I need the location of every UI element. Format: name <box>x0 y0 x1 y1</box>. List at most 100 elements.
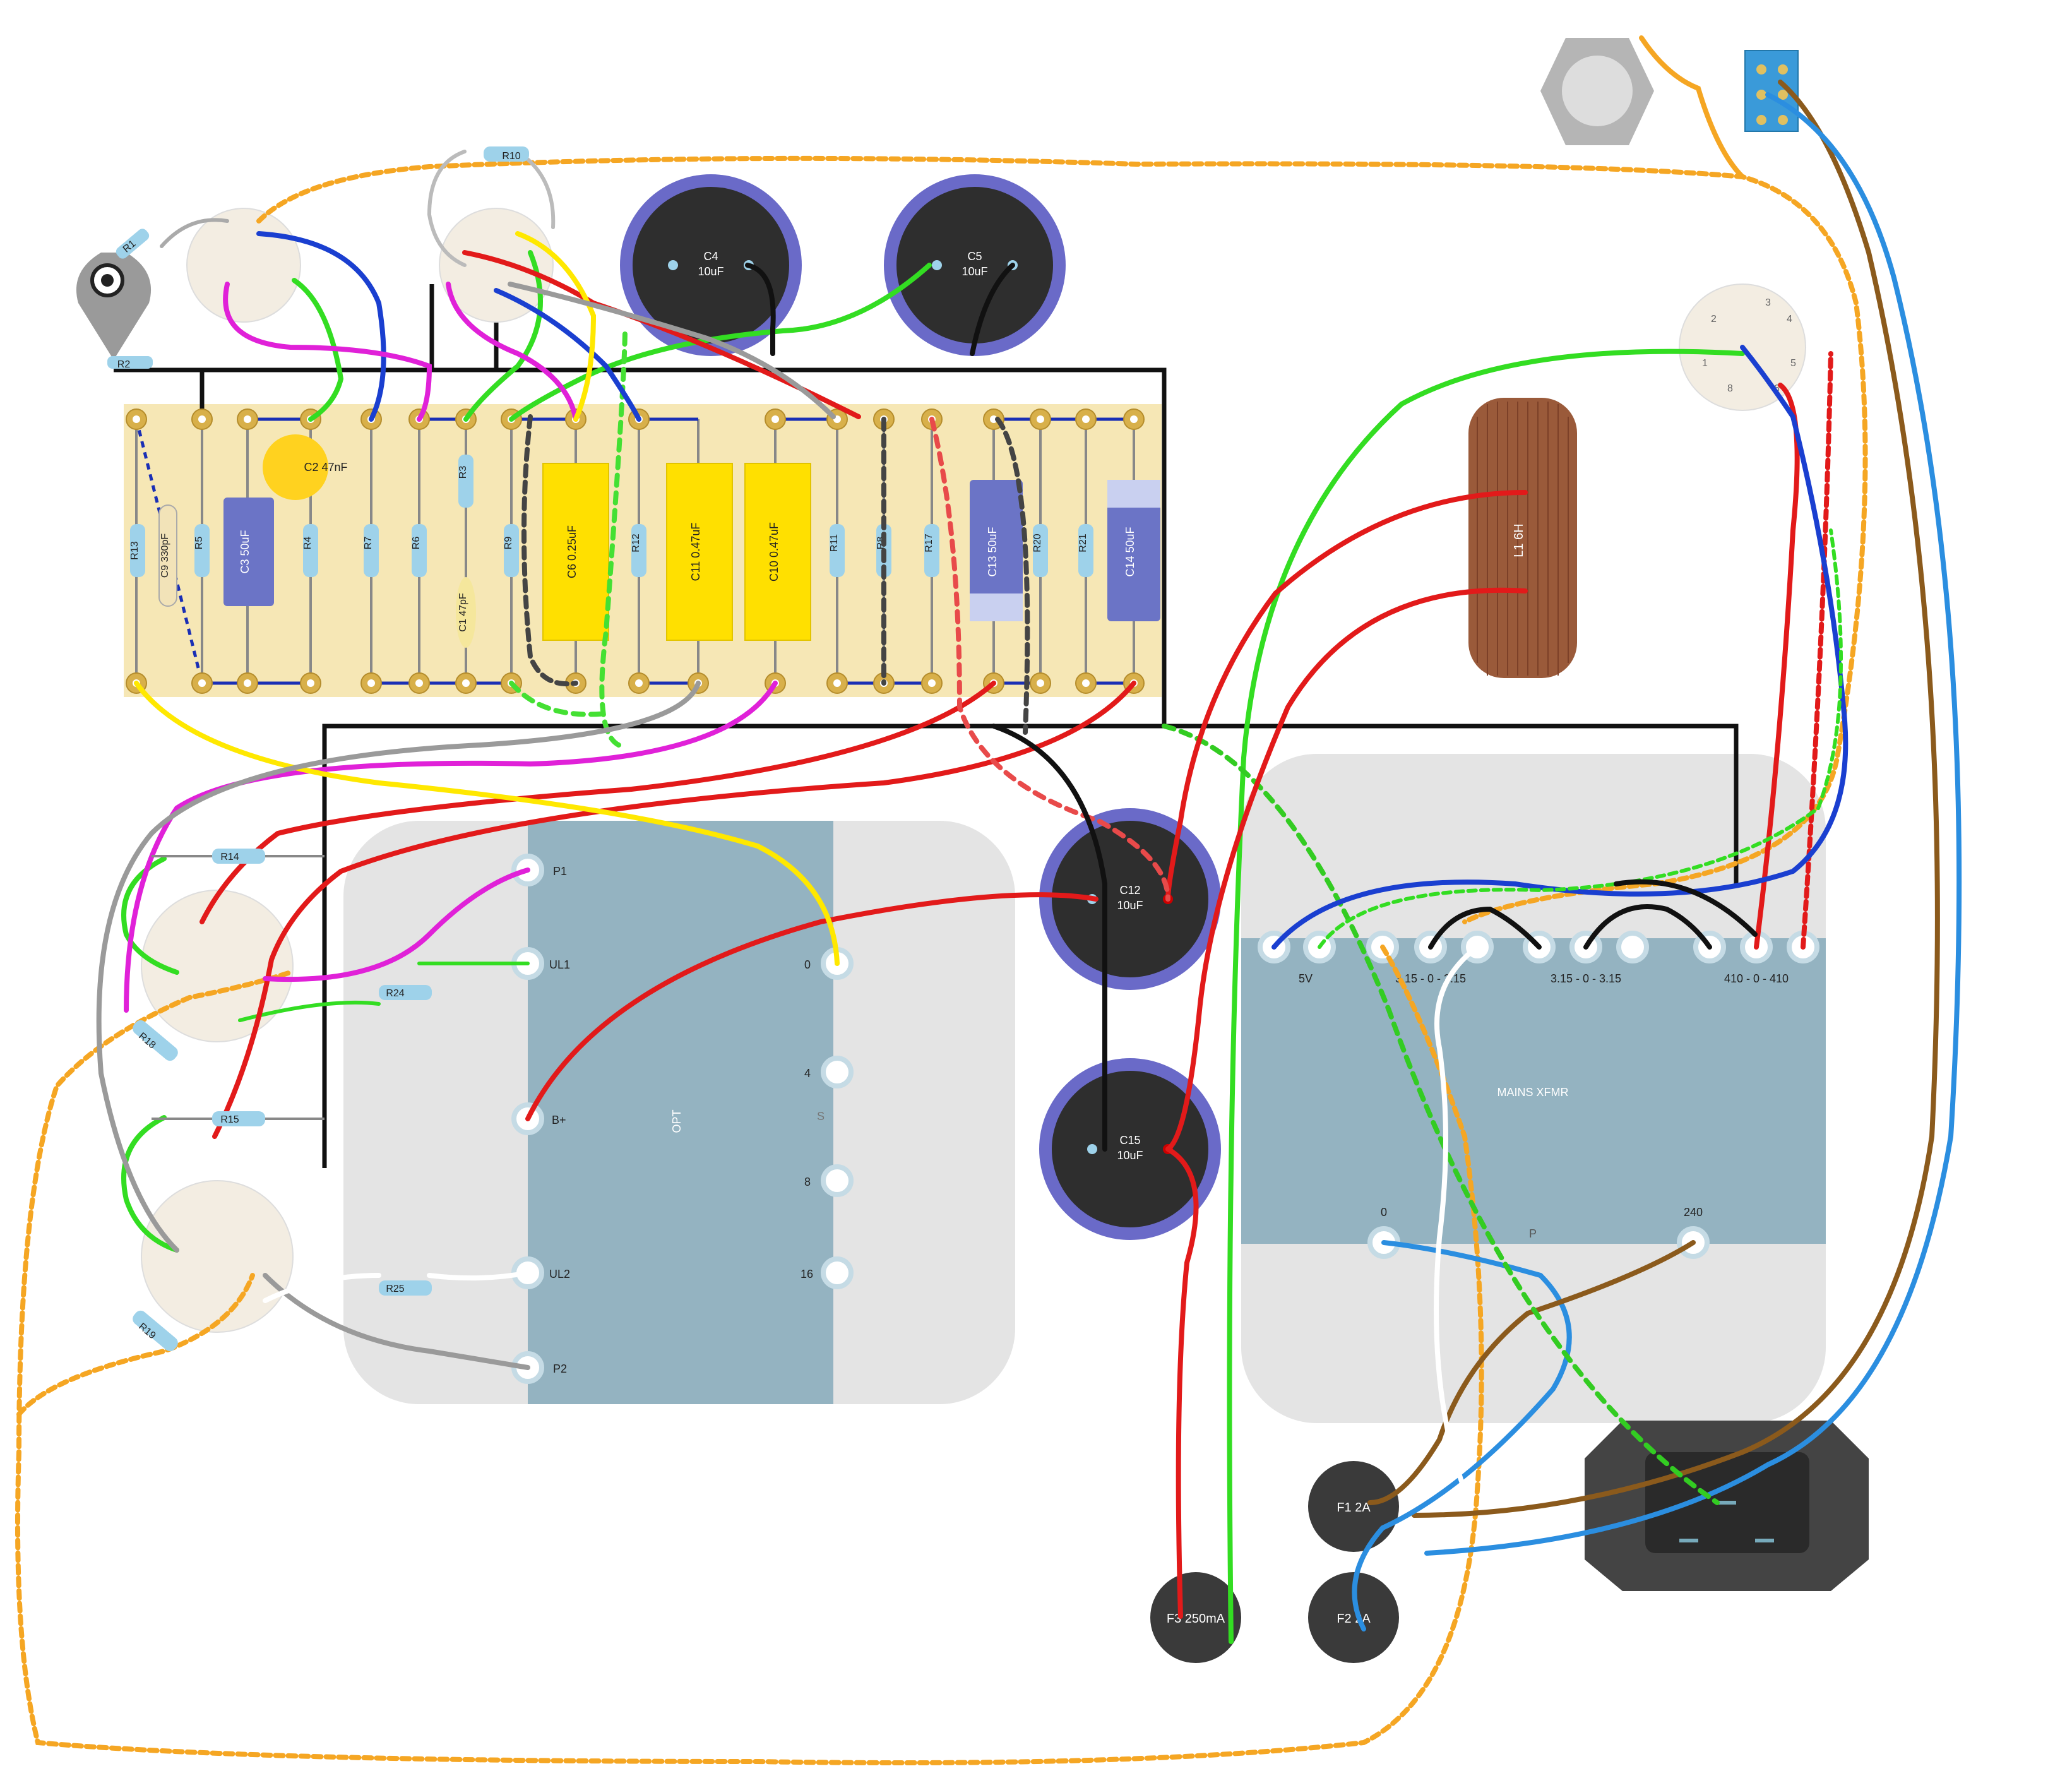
resistor-r11: R11 <box>829 524 845 577</box>
svg-text:C14 50uF: C14 50uF <box>1124 527 1136 576</box>
svg-text:R20: R20 <box>1032 534 1043 552</box>
filter-cap-c12: C12 10uF <box>1039 808 1221 990</box>
mains-heater2-label: 3.15 - 0 - 3.15 <box>1551 972 1621 985</box>
choke-label: L1 6H <box>1512 523 1526 557</box>
cap-c11: C11 0.47uF <box>666 463 733 641</box>
opt-terminal-p1: P1 <box>511 854 567 886</box>
svg-text:P1: P1 <box>553 865 567 878</box>
svg-text:F1 2A: F1 2A <box>1337 1501 1371 1515</box>
svg-text:UL1: UL1 <box>549 958 570 971</box>
resistor-r17: R17 <box>924 524 939 577</box>
resistor-r7: R7 <box>363 524 379 577</box>
svg-text:C10 0.47uF: C10 0.47uF <box>768 522 780 581</box>
svg-text:16: 16 <box>801 1268 813 1280</box>
resistor-r15: R15 <box>212 1111 265 1126</box>
svg-text:4: 4 <box>804 1067 811 1080</box>
cap-c2: C2 47nF <box>263 434 348 500</box>
svg-text:R15: R15 <box>220 1114 239 1125</box>
opt-terminals: P1 UL1 B+ UL2 P2 0 4 8 16 <box>511 854 854 1384</box>
svg-text:C13 50uF: C13 50uF <box>986 527 999 576</box>
iec-inlet <box>1585 1421 1869 1591</box>
svg-text:R11: R11 <box>829 534 840 552</box>
filter-cap-c15: C15 10uF <box>1039 1058 1221 1240</box>
svg-text:R12: R12 <box>631 534 641 552</box>
cap-c14: C14 50uF <box>1107 480 1160 621</box>
svg-text:8: 8 <box>1727 383 1733 394</box>
cap-c9: C9 330pF <box>158 504 177 607</box>
filter-cap-c4: C4 10uF <box>620 174 802 356</box>
input-jack <box>76 253 152 360</box>
svg-text:10uF: 10uF <box>1117 899 1143 912</box>
svg-text:C4: C4 <box>703 250 718 263</box>
svg-text:4: 4 <box>1787 314 1792 325</box>
opt-core <box>528 821 833 1404</box>
opt-terminal-16: 16 <box>801 1256 854 1289</box>
svg-text:R17: R17 <box>924 534 934 552</box>
opt-terminal-4: 4 <box>804 1056 854 1088</box>
mains-primary-240: 240 <box>1684 1206 1703 1219</box>
svg-text:2: 2 <box>1711 314 1717 325</box>
svg-text:C15: C15 <box>1119 1134 1140 1147</box>
svg-text:10uF: 10uF <box>962 265 987 278</box>
opt-terminal-8: 8 <box>804 1164 854 1197</box>
svg-text:R7: R7 <box>363 537 374 550</box>
resistor-r21: R21 <box>1078 524 1093 577</box>
resistor-r9: R9 <box>503 524 519 577</box>
svg-text:C2 47nF: C2 47nF <box>304 461 347 474</box>
power-tube-socket-2 <box>141 1180 294 1333</box>
svg-text:F3 250mA: F3 250mA <box>1167 1612 1225 1626</box>
opt-secondary-label: S <box>817 1110 825 1123</box>
resistor-r13: R13 <box>129 524 145 577</box>
svg-text:R6: R6 <box>411 537 422 550</box>
choke-l1: L1 6H <box>1468 398 1577 678</box>
svg-text:R21: R21 <box>1078 534 1088 552</box>
svg-text:R10: R10 <box>502 151 520 162</box>
cap-c6: C6 0.25uF <box>542 463 609 641</box>
mains-core <box>1241 938 1826 1244</box>
svg-text:0: 0 <box>804 958 811 971</box>
svg-text:R25: R25 <box>386 1284 404 1294</box>
cap-c1: C1 47pF <box>456 577 476 648</box>
svg-text:R24: R24 <box>386 988 404 999</box>
svg-text:UL2: UL2 <box>549 1268 570 1280</box>
svg-text:C11 0.47uF: C11 0.47uF <box>689 523 702 581</box>
top-resistors: R1 R2 R10 <box>107 146 529 370</box>
svg-text:B+: B+ <box>552 1114 566 1126</box>
mains-label: MAINS XFMR <box>1497 1086 1568 1099</box>
fuse-f3: F3 250mA <box>1150 1572 1241 1663</box>
mains-5v-label: 5V <box>1299 972 1313 985</box>
svg-text:F2 2A: F2 2A <box>1337 1612 1371 1626</box>
preamp-socket-v1 <box>186 208 301 323</box>
svg-text:C12: C12 <box>1119 884 1140 897</box>
svg-text:R5: R5 <box>194 537 205 550</box>
svg-text:C9 330pF: C9 330pF <box>160 534 170 578</box>
resistor-r12: R12 <box>631 524 646 577</box>
opt-label: OPT <box>670 1109 683 1133</box>
resistor-r25: R25 <box>379 1280 432 1296</box>
resistor-r20: R20 <box>1032 524 1048 577</box>
board-resistors: R13 R5 R4 R7 R6 R3 R9 R12 R11 R8 R17 R20… <box>129 455 1093 577</box>
svg-text:C3 50uF: C3 50uF <box>239 530 251 573</box>
mains-primary-label: P <box>1529 1227 1537 1240</box>
svg-text:C6 0.25uF: C6 0.25uF <box>566 525 578 578</box>
fuse-f1: F1 2A <box>1308 1461 1399 1552</box>
resistor-r5: R5 <box>194 524 210 577</box>
resistor-r3: R3 <box>458 455 473 508</box>
svg-text:10uF: 10uF <box>698 265 723 278</box>
svg-text:R3: R3 <box>458 466 468 479</box>
resistor-r1: R1 <box>116 229 150 259</box>
mains-primary-0: 0 <box>1381 1206 1387 1219</box>
resistor-r6: R6 <box>411 524 427 577</box>
svg-text:5: 5 <box>1790 358 1796 369</box>
power-tube-resistors: R14 R15 R18 R19 R24 R25 <box>133 849 432 1352</box>
svg-text:C1 47pF: C1 47pF <box>458 593 468 632</box>
svg-text:R2: R2 <box>117 359 131 370</box>
svg-text:1: 1 <box>1702 358 1708 369</box>
svg-text:10uF: 10uF <box>1117 1149 1143 1162</box>
board-caps: C9 330pF C3 50uF C2 47nF C1 47pF C6 0.25… <box>158 434 1160 648</box>
resistor-r24: R24 <box>379 985 432 1000</box>
mains-heater1-label: 3.15 - 0 - 3.15 <box>1395 972 1466 985</box>
svg-text:6: 6 <box>1774 383 1780 394</box>
cap-c3: C3 50uF <box>223 498 274 606</box>
svg-text:R4: R4 <box>302 537 313 550</box>
